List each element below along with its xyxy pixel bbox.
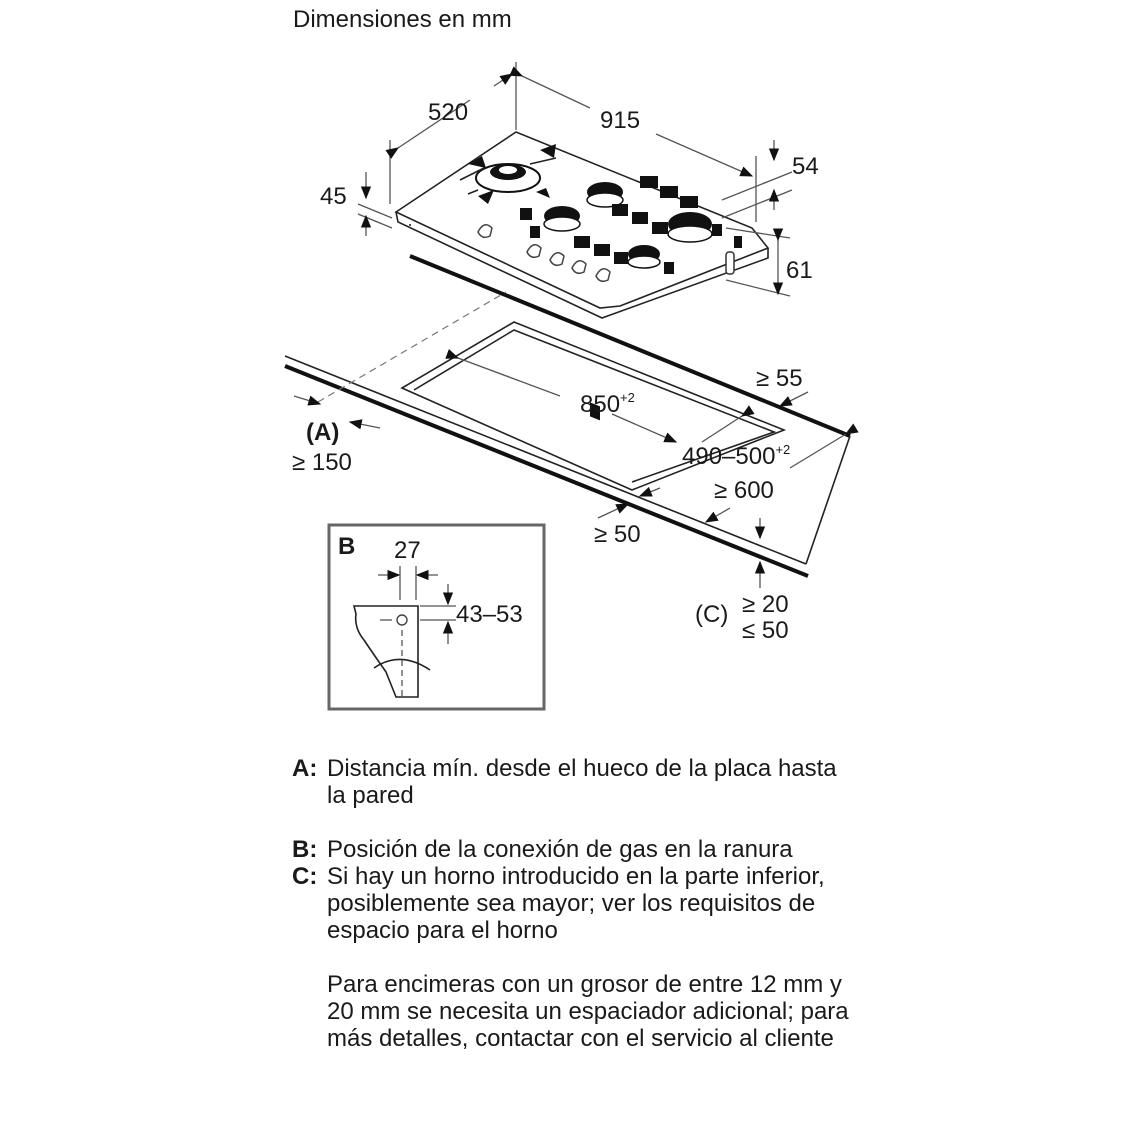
burner-icon [586, 182, 624, 208]
note-a: A: Distancia mín. desde el hueco de la p… [292, 755, 837, 809]
svg-text:≥ 55: ≥ 55 [756, 365, 803, 392]
footnote: Para encimeras con un grosor de entre 12… [327, 971, 849, 1052]
svg-text:43–53: 43–53 [456, 601, 523, 628]
legend-notes: A: Distancia mín. desde el hueco de la p… [292, 755, 852, 1052]
gas-connector-icon [725, 251, 735, 275]
svg-text:27: 27 [394, 537, 421, 564]
gas-inlet-icon [396, 614, 408, 626]
svg-text:850+2: 850+2 [580, 390, 635, 418]
svg-text:≥ 600: ≥ 600 [714, 477, 774, 504]
svg-text:490–500+2: 490–500+2 [682, 442, 790, 470]
svg-text:915: 915 [600, 107, 640, 134]
svg-text:54: 54 [792, 153, 819, 180]
cutout-dimensions: 850+2 490–500+2 ≥ 55 (A) ≥ 150 ≥ 600 ≥ 5… [292, 349, 859, 644]
note-b: B: Posición de la conexión de gas en la … [292, 836, 793, 863]
wok-burner-icon [459, 144, 557, 204]
svg-text:≥ 150: ≥ 150 [292, 449, 352, 476]
svg-text:45: 45 [320, 183, 347, 210]
pan-support-bars [520, 176, 742, 421]
svg-text:≥ 50: ≥ 50 [594, 521, 641, 548]
svg-text:≤ 50: ≤ 50 [742, 617, 789, 644]
control-knobs [477, 224, 611, 283]
hob-dimensions: 520 915 45 54 61 [320, 62, 819, 297]
svg-text:B: B [338, 533, 355, 560]
hob-drawing [394, 131, 770, 421]
detail-b-box: B 27 43–53 [327, 523, 546, 711]
page-title: Dimensiones en mm [293, 6, 512, 33]
svg-text:61: 61 [786, 257, 813, 284]
burner-icon [627, 245, 661, 269]
burner-icon [543, 206, 581, 232]
svg-text:520: 520 [428, 99, 468, 126]
svg-text:(C): (C) [695, 601, 728, 628]
note-c: C: Si hay un horno introducido en la par… [292, 863, 825, 944]
burner-icon [667, 212, 713, 243]
svg-text:(A): (A) [306, 419, 339, 446]
svg-text:≥ 20: ≥ 20 [742, 591, 789, 618]
